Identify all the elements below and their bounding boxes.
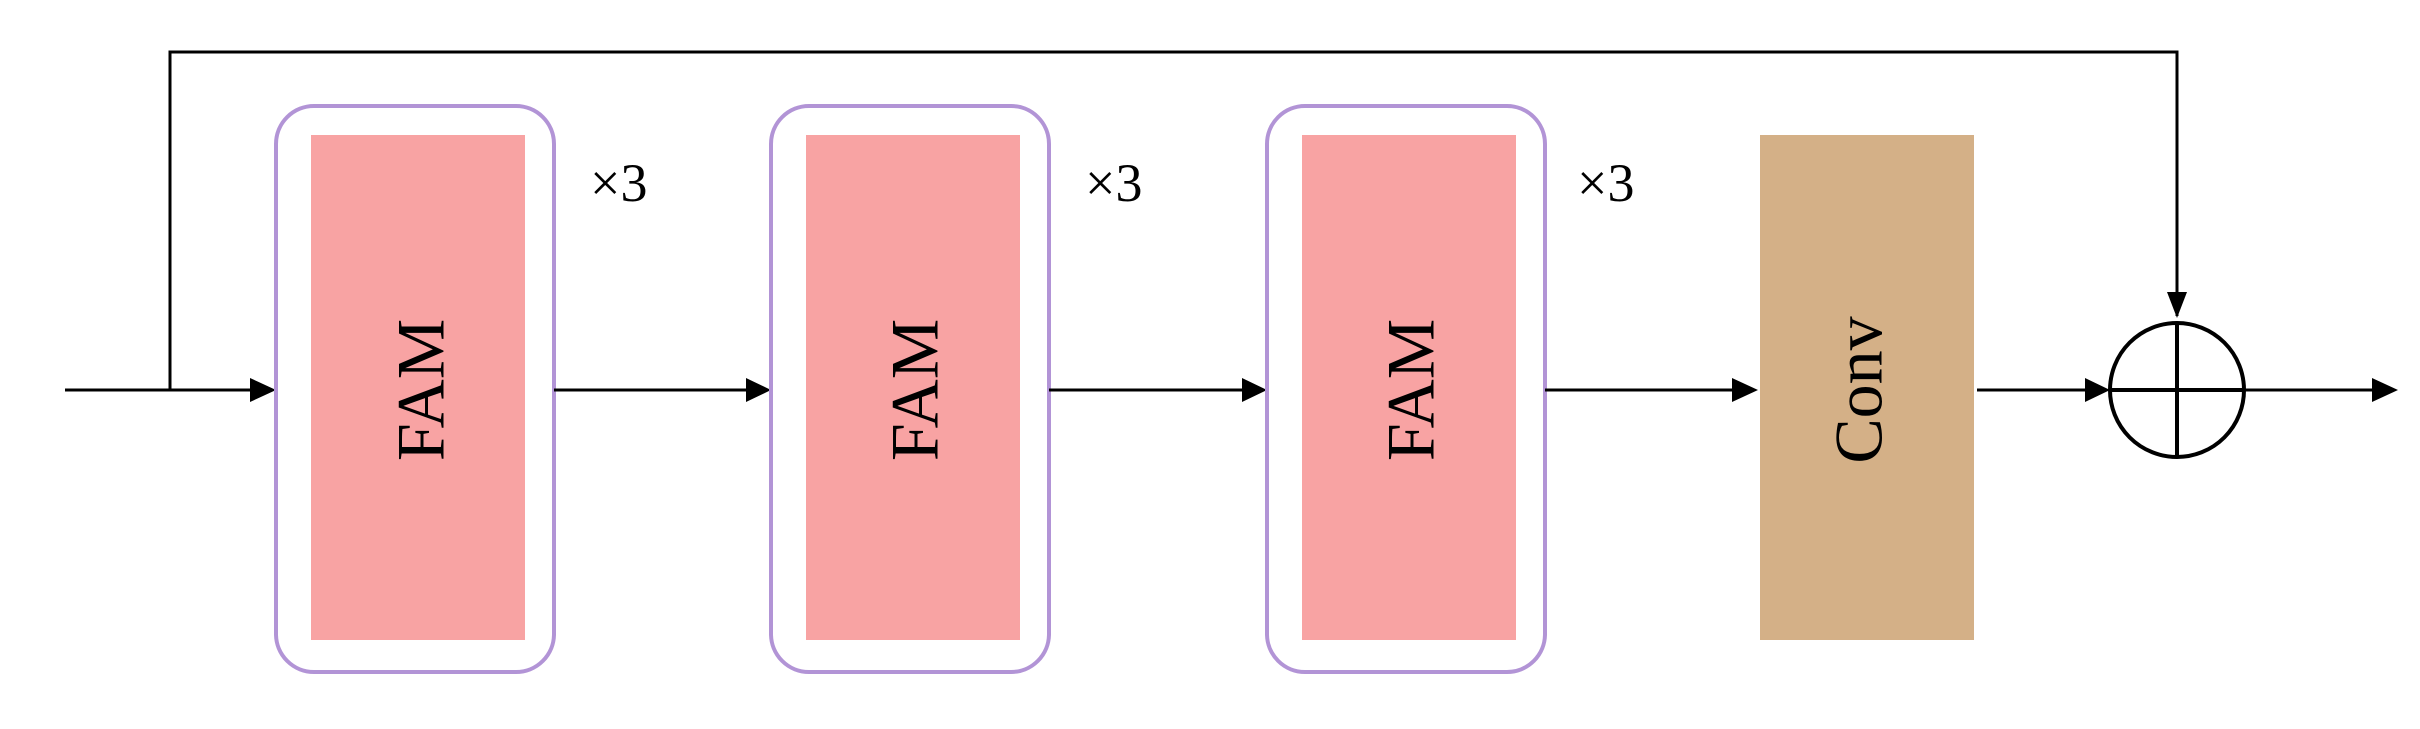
- conv-block: Conv: [1760, 135, 1974, 640]
- fam-block-2: FAM: [769, 104, 1051, 674]
- output-arrowhead: [2372, 378, 2398, 402]
- arrowhead-conv: [1732, 378, 1758, 402]
- arrowhead-fam-2: [746, 378, 771, 402]
- arrowhead-sum: [2085, 378, 2110, 402]
- fam-block-2-label: FAM: [877, 319, 953, 461]
- fam-block-1: FAM: [274, 104, 556, 674]
- arrowhead-fam-1: [250, 378, 276, 402]
- fam-block-2-body: [806, 135, 1020, 640]
- conv-block-body: [1760, 135, 1974, 640]
- fam-block-3: FAM: [1265, 104, 1547, 674]
- conv-block-label: Conv: [1821, 316, 1897, 463]
- fam-block-3-repeat: ×3: [1577, 153, 1634, 213]
- fam-block-3-label: FAM: [1373, 319, 1449, 461]
- fam-block-1-label: FAM: [383, 319, 459, 461]
- arrowhead-fam-3: [1242, 378, 1267, 402]
- fam-block-1-body: [311, 135, 525, 640]
- sum-operator: [2108, 321, 2246, 459]
- fam-block-2-repeat: ×3: [1085, 153, 1142, 213]
- skip-connection: [168, 50, 2179, 390]
- skip-arrowhead: [2167, 292, 2187, 318]
- fam-block-3-body: [1302, 135, 1516, 640]
- fam-block-1-repeat: ×3: [590, 153, 647, 213]
